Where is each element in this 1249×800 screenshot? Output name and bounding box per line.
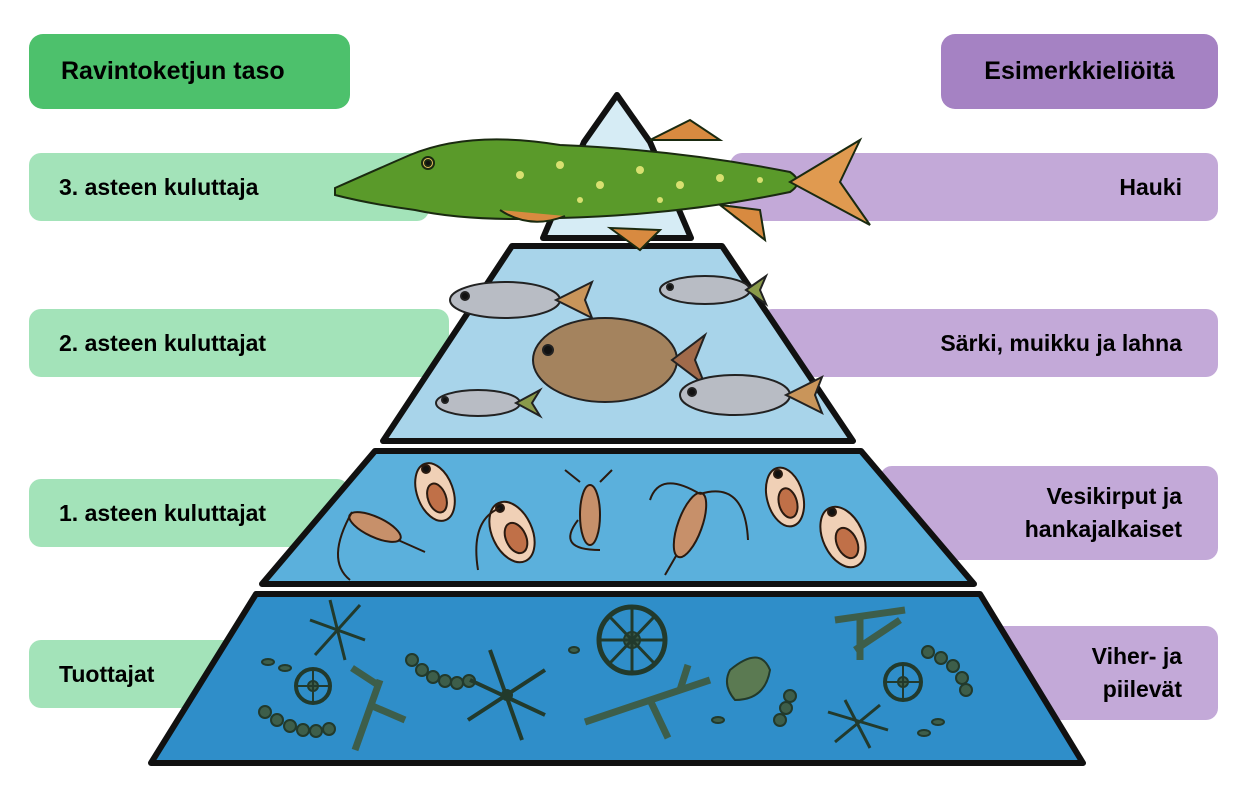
zooplankton-illustrations — [337, 462, 867, 581]
diatom-wheel-icon-3 — [883, 662, 923, 702]
algae-chain-icon-4 — [921, 645, 973, 697]
pike-illustration — [334, 118, 871, 252]
algae-pellets-icon — [261, 646, 945, 737]
algae-branch-icon — [350, 665, 407, 752]
copepod-illustration-3 — [649, 482, 749, 576]
diatom-star-icon-3 — [827, 699, 889, 749]
water-flea-illustration-2 — [475, 500, 536, 571]
algae-chain-icon-3 — [773, 689, 797, 727]
roach-illustration-2 — [679, 374, 824, 416]
algae-branch-icon-2 — [583, 663, 712, 740]
diatom-wheel-icon-2 — [596, 604, 668, 676]
example-secondary-line1: Särki, muikku ja lahna — [940, 329, 1182, 356]
algae-branch-icon-3 — [834, 606, 906, 660]
level-label-primary: 1. asteen kuluttajat — [29, 479, 349, 547]
copepod-illustration-2 — [564, 469, 613, 551]
bream-illustration — [532, 317, 708, 403]
vendace-illustration-2 — [435, 387, 543, 419]
example-secondary: Särki, muikku ja lahna — [760, 309, 1218, 377]
algae-chain-icon — [258, 705, 336, 738]
example-primary: Vesikirput ja hankajalkaiset — [880, 466, 1218, 560]
green-algae-illustration — [258, 599, 973, 752]
water-flea-illustration-4 — [819, 505, 867, 569]
algae-chain-icon-2 — [405, 653, 476, 690]
pyramid-tier-4 — [148, 591, 1086, 766]
green-leaf-icon — [725, 656, 772, 702]
example-primary-line1: Vesikirput ja — [1046, 483, 1182, 509]
diatom-star-icon — [309, 599, 366, 661]
examples-column-header: Esimerkkieliöitä — [941, 34, 1218, 109]
diatom-star-icon-2 — [466, 649, 547, 741]
level-label-secondary: 2. asteen kuluttajat — [29, 309, 449, 377]
example-producers-line1: Viher- ja — [1091, 643, 1182, 669]
example-producers-line2: piilevät — [1102, 676, 1182, 702]
level-column-header: Ravintoketjun taso — [29, 34, 350, 109]
example-tertiary-line1: Hauki — [1119, 173, 1182, 200]
pike-spots — [516, 161, 763, 203]
secondary-fish-illustrations — [435, 273, 824, 419]
copepod-illustration — [337, 511, 426, 581]
water-flea-illustration — [414, 462, 456, 522]
diatom-wheel-icon — [294, 667, 332, 705]
vendace-illustration — [659, 273, 769, 307]
level-label-tertiary: 3. asteen kuluttaja — [29, 153, 429, 221]
roach-illustration — [449, 279, 594, 321]
water-flea-illustration-3 — [764, 466, 806, 528]
example-primary-line2: hankajalkaiset — [1024, 516, 1182, 542]
